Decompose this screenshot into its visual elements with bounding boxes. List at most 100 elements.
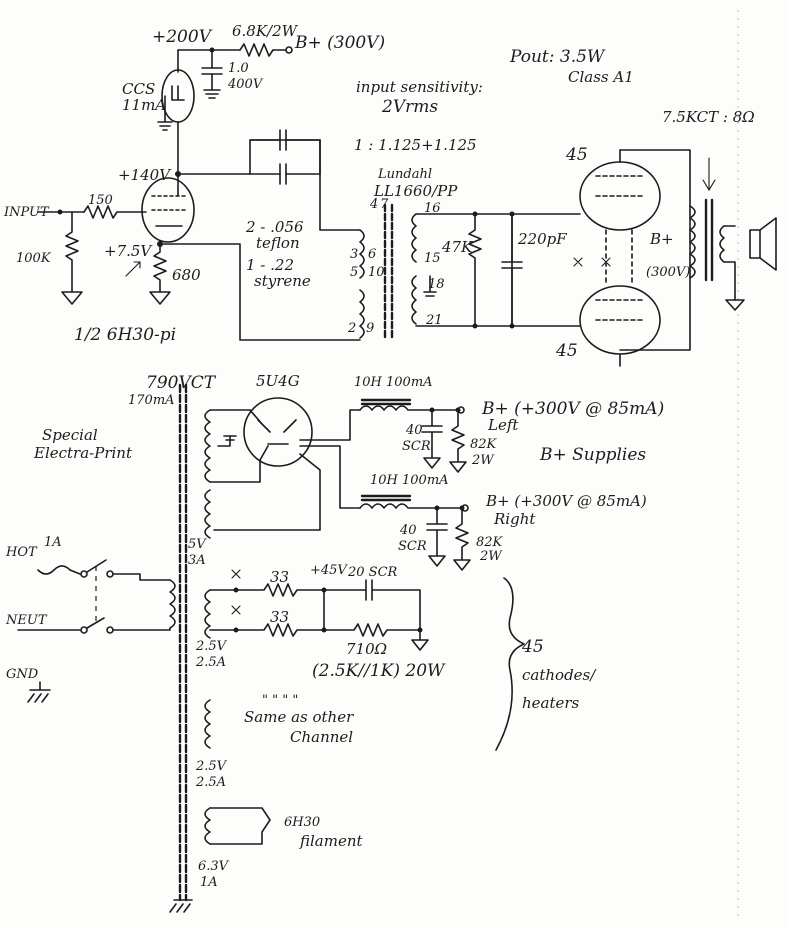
label-r33-bottom: 33 xyxy=(270,608,289,626)
label-c20-scr: 20 SCR xyxy=(347,565,398,580)
label-6h30: 6H30 xyxy=(284,815,320,830)
label-2-5v-a: 2.5V xyxy=(195,639,228,654)
coupling-caps xyxy=(249,129,321,185)
label-r82k-left: 82K xyxy=(470,437,498,452)
output-tubes xyxy=(511,149,691,367)
label-styrene-cap: 1 - .22 xyxy=(246,256,294,274)
label-pin-6: 6 xyxy=(368,247,376,262)
filament-winding xyxy=(209,807,271,845)
label-choke-left: 10H 100mA xyxy=(354,375,433,390)
label-left: Left xyxy=(487,416,519,434)
label-heaters: heaters xyxy=(522,694,580,712)
label-hot: HOT xyxy=(5,545,38,560)
label-bplus-right: B+ (+300V @ 85mA) xyxy=(485,492,647,510)
label-300v-out: (300V) xyxy=(646,265,690,280)
label-6-3v: 6.3V xyxy=(198,859,230,874)
label-input-sensitivity: input sensitivity: xyxy=(356,78,483,96)
label-bplus-300: B+ (300V) xyxy=(294,33,385,53)
interstage-transformer xyxy=(359,203,523,342)
label-2-5v-b: 2.5V xyxy=(195,759,228,774)
label-pin-5: 5 xyxy=(350,265,358,280)
ccs-device xyxy=(157,69,195,173)
label-input: INPUT xyxy=(3,205,50,220)
label-c40-right: 40 xyxy=(399,523,417,538)
label-3a: 3A xyxy=(188,553,206,568)
label-45: 45 xyxy=(521,637,544,657)
label-pin-18: 18 xyxy=(428,277,445,292)
label-pout: Pout: 3.5W xyxy=(509,47,606,67)
label-cap-1-0: 1.0 xyxy=(228,61,249,76)
label-output-transformer: 7.5KCT : 8Ω xyxy=(662,108,755,126)
label-special: Special xyxy=(42,426,98,444)
label-pin-4: 4 xyxy=(369,197,378,212)
label-170ma: 170mA xyxy=(128,393,175,408)
label-r100k: 100K xyxy=(16,251,52,266)
label-choke-right: 10H 100mA xyxy=(370,473,449,488)
label-teflon: teflon xyxy=(256,234,300,252)
output-transformer xyxy=(689,157,777,311)
label-channel: Channel xyxy=(290,728,353,746)
label-electra-print: Electra-Print xyxy=(33,444,133,462)
label-pin-3: 3 xyxy=(350,247,358,262)
b-plus-right-filter xyxy=(359,494,471,571)
label-scr-left: SCR xyxy=(402,439,431,454)
label-r33-top: 33 xyxy=(270,568,289,586)
label-pin-9: 9 xyxy=(366,321,374,336)
label-styrene: styrene xyxy=(254,272,311,290)
label-pin-7: 7 xyxy=(380,197,389,212)
label-scr-right: SCR xyxy=(398,539,427,554)
label-lundahl: Lundahl xyxy=(377,167,432,182)
label-5v: 5V xyxy=(188,537,207,552)
label-right: Right xyxy=(493,510,536,528)
label-gnd: GND xyxy=(6,667,39,682)
label-pin-10: 10 xyxy=(368,265,385,280)
label-pin-2: 2 xyxy=(347,321,356,336)
label-fuse: 1A xyxy=(44,535,62,550)
label-pin-21: 21 xyxy=(425,313,443,328)
label-r710: 710Ω xyxy=(346,640,387,658)
label-r82k-right: 82K xyxy=(476,535,504,550)
label-1a: 1A xyxy=(200,875,218,890)
label-c40-left: 40 xyxy=(405,423,423,438)
label-bplus-out: B+ xyxy=(649,230,674,248)
label-bplus-left: B+ (+300V @ 85mA) xyxy=(481,399,664,419)
label-200v: +200V xyxy=(152,27,213,47)
label-6h30-tube: 1/2 6H30-pi xyxy=(74,325,176,345)
input-triode xyxy=(141,173,195,243)
rectifier-tube xyxy=(213,397,361,531)
label-2-5a-b: 2.5A xyxy=(195,775,226,790)
label-2vrms: 2Vrms xyxy=(381,97,438,117)
label-filament: filament xyxy=(299,832,364,850)
label-2w-left: 2W xyxy=(471,453,495,468)
label-ll1660: LL1660/PP xyxy=(373,182,458,200)
label-2-5a-a: 2.5A xyxy=(195,655,226,670)
label-790vct: 790VCT xyxy=(146,373,217,393)
label-parallel-res: (2.5K//1K) 20W xyxy=(312,661,446,681)
label-r47k: 47K xyxy=(441,238,473,256)
label-cap-400v: 400V xyxy=(227,77,264,92)
label-tube-45-bottom: 45 xyxy=(555,341,578,361)
label-c220pf: 220pF xyxy=(517,230,567,248)
label-class-a1: Class A1 xyxy=(568,68,634,86)
label-cathodes: cathodes/ xyxy=(522,666,597,684)
label-bplus-supplies: B+ Supplies xyxy=(539,445,646,465)
label-r150: 150 xyxy=(88,193,113,208)
label-same-as: Same as other xyxy=(244,708,354,726)
label-2w-right: 2W xyxy=(479,549,503,564)
label-ccs: CCS xyxy=(122,80,155,98)
label-5u4g: 5U4G xyxy=(256,372,300,390)
heater-bias-network xyxy=(209,569,525,751)
label-pin-15: 15 xyxy=(424,251,441,266)
label-pin-16: 16 xyxy=(424,201,441,216)
cathode-network xyxy=(125,241,361,341)
input-network xyxy=(37,205,147,305)
label-teflon-caps: 2 - .056 xyxy=(245,218,304,236)
label-neut: NEUT xyxy=(5,613,48,628)
label-45v: +45V xyxy=(310,563,348,578)
label-tube-45-top: 45 xyxy=(565,145,588,165)
label-turns-ratio: 1 : 1.125+1.125 xyxy=(354,136,477,154)
primary-winding xyxy=(17,559,176,703)
label-140v: +140V xyxy=(118,166,172,184)
